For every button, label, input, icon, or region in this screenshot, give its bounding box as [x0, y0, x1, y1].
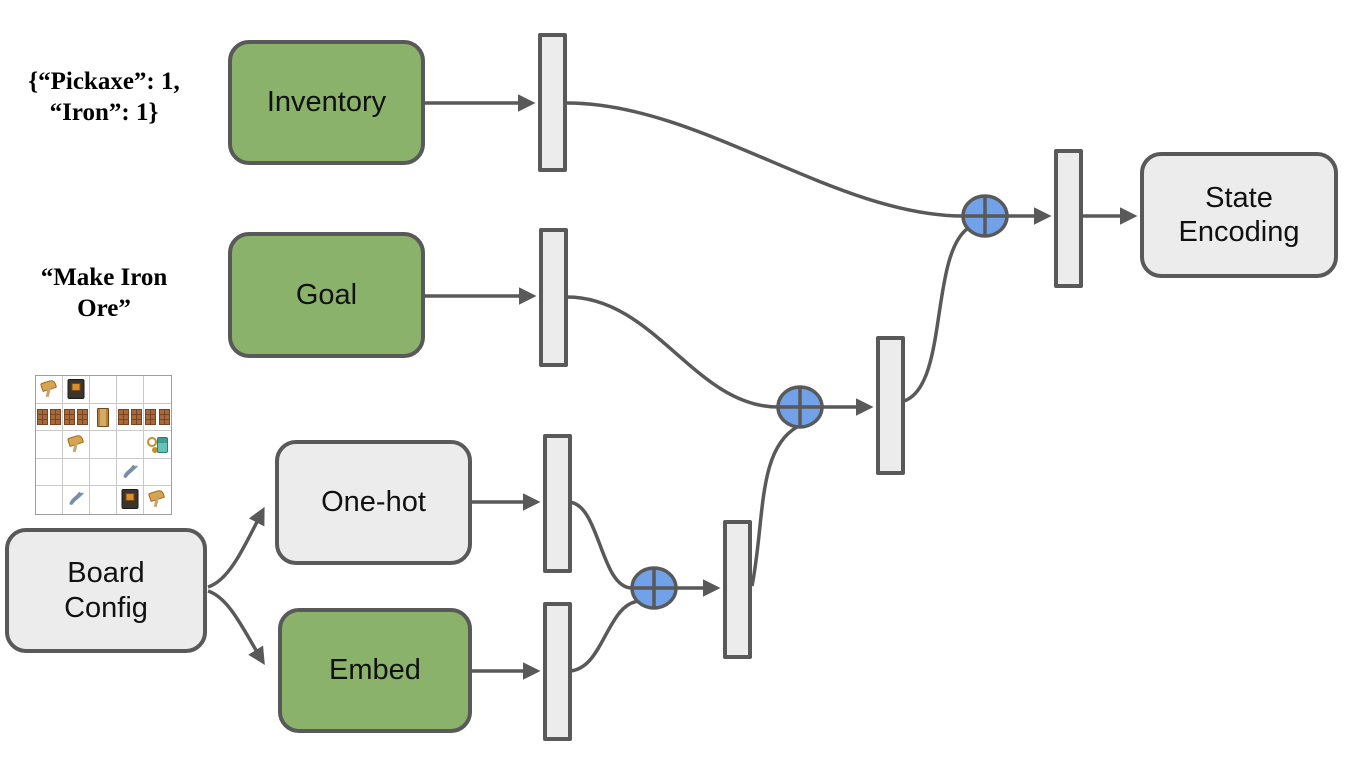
board-cell-empty: [36, 486, 63, 514]
node-onehot: One-hot: [275, 440, 472, 565]
node-embed-label: Embed: [329, 654, 421, 687]
board-config-preview: [35, 375, 172, 515]
concat-top-icon: [961, 194, 1009, 238]
annotation-line: “Iron”: 1}: [49, 99, 159, 126]
concat-middle-icon: [776, 385, 824, 429]
node-goal-label: Goal: [295, 278, 358, 311]
vector-bar-goal: [539, 228, 568, 367]
board-cell-key_agent: [144, 431, 171, 459]
edge-inventory-vector-to-concat1: [566, 101, 964, 218]
vector-bar-embed: [543, 602, 572, 741]
board-cell-wall: [117, 403, 144, 431]
annotation-line: Ore”: [77, 295, 131, 322]
node-inventory-label: Inventory: [266, 86, 387, 119]
vector-bar-onehot: [543, 434, 572, 573]
board-cell-furnace: [117, 486, 144, 514]
node-onehot-label: One-hot: [321, 486, 426, 519]
node-state-encoding-label: State Encoding: [1178, 181, 1300, 248]
edge-board-to-embed: [207, 589, 265, 665]
board-cell-empty: [144, 376, 171, 404]
board-cell-empty: [36, 458, 63, 486]
annotation-line: {“Pickaxe”: 1,: [28, 68, 180, 95]
board-cell-empty: [90, 458, 117, 486]
node-goal: Goal: [228, 232, 425, 358]
node-embed: Embed: [278, 608, 472, 733]
edge-board-to-onehot: [207, 506, 265, 589]
board-cell-pickaxe: [63, 486, 90, 514]
board-cell-wall: [63, 403, 90, 431]
goal-example-annotation: “Make Iron Ore”: [15, 262, 193, 324]
board-cell-empty: [90, 486, 117, 514]
inventory-example-annotation: {“Pickaxe”: 1, “Iron”: 1}: [8, 66, 200, 128]
board-cell-axe: [144, 486, 171, 514]
board-cell-empty: [117, 431, 144, 459]
concat-bottom-icon: [630, 566, 678, 610]
vector-bar-inventory: [538, 33, 567, 172]
board-cell-axe: [63, 431, 90, 459]
board-cell-furnace: [63, 376, 90, 404]
edge-onehot-vector-to-concat3: [567, 500, 633, 590]
board-cell-axe: [36, 376, 63, 404]
board-cell-empty: [117, 376, 144, 404]
board-cell-pickaxe: [117, 458, 144, 486]
board-cell-empty: [144, 459, 171, 486]
board-cell-empty: [36, 431, 63, 459]
board-cell-empty: [90, 431, 117, 459]
vector-bar-middle: [876, 336, 905, 475]
node-board-config-label: Board Config: [64, 557, 148, 624]
edge-board-vector-to-concat2: [750, 425, 798, 587]
edge-mid-vector-to-concat1: [903, 227, 969, 403]
board-cell-wall: [36, 403, 63, 431]
board-cell-empty: [90, 376, 117, 404]
node-inventory: Inventory: [228, 40, 425, 165]
board-cell-empty: [63, 458, 90, 486]
edge-embed-vector-to-concat3: [567, 599, 641, 673]
node-state-encoding: State Encoding: [1140, 152, 1338, 278]
board-cell-wall: [144, 404, 171, 431]
annotation-line: “Make Iron: [40, 264, 168, 291]
edge-goal-vector-to-concat2: [566, 295, 779, 409]
board-cell-door: [90, 403, 117, 431]
vector-bar-board: [723, 520, 752, 659]
vector-bar-final: [1054, 149, 1083, 288]
node-board-config: Board Config: [5, 528, 207, 653]
